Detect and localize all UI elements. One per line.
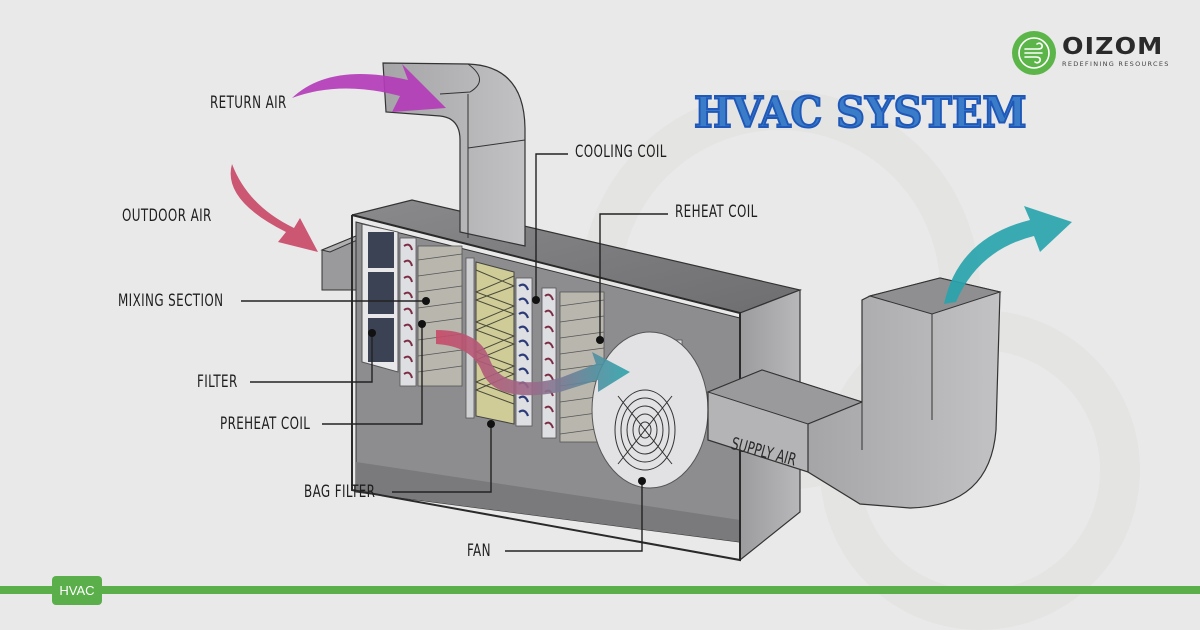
brand-name: OIZOM: [1062, 34, 1164, 60]
leader-cooling-coil: [535, 153, 568, 300]
leader-bag-filter: [392, 424, 492, 493]
label-outdoor-air: OUTDOOR AIR: [122, 206, 212, 226]
label-return-air: RETURN AIR: [210, 93, 287, 113]
filter-panel: [361, 223, 399, 373]
brand-logo[interactable]: OIZOM REDEFINING RESOURCES: [1012, 31, 1168, 77]
preheat-coil: [399, 237, 417, 387]
fan: [591, 331, 709, 489]
label-fan: FAN: [467, 541, 491, 561]
accent-bar: [0, 586, 1200, 594]
leader-lines: [241, 153, 668, 552]
category-tag[interactable]: HVAC: [52, 576, 102, 605]
label-preheat-coil: PREHEAT COIL: [220, 414, 311, 434]
label-reheat-coil: REHEAT COIL: [675, 202, 758, 222]
label-bag-filter: BAG FILTER: [304, 482, 376, 502]
label-mixing-section: MIXING SECTION: [118, 291, 224, 311]
wind-icon: [1012, 31, 1056, 75]
label-filter: FILTER: [197, 372, 238, 392]
return-air-arrow: [292, 64, 446, 112]
outdoor-air-arrow: [230, 164, 318, 252]
leader-filter: [250, 333, 373, 383]
leader-reheat-coil: [599, 213, 668, 340]
mixing-section: [417, 245, 463, 387]
cooling-coil: [515, 277, 533, 427]
supply-air-duct: [706, 277, 1002, 509]
brand-tagline: REDEFINING RESOURCES: [1062, 60, 1170, 68]
leader-preheat-coil: [322, 324, 423, 425]
label-cooling-coil: COOLING COIL: [575, 142, 667, 162]
internal-airflow-arrow: [436, 330, 630, 396]
leader-dots: [368, 296, 646, 485]
page-title: HVAC SYSTEM: [693, 87, 1027, 138]
leader-fan: [505, 481, 643, 552]
supply-air-arrow: [944, 206, 1072, 304]
